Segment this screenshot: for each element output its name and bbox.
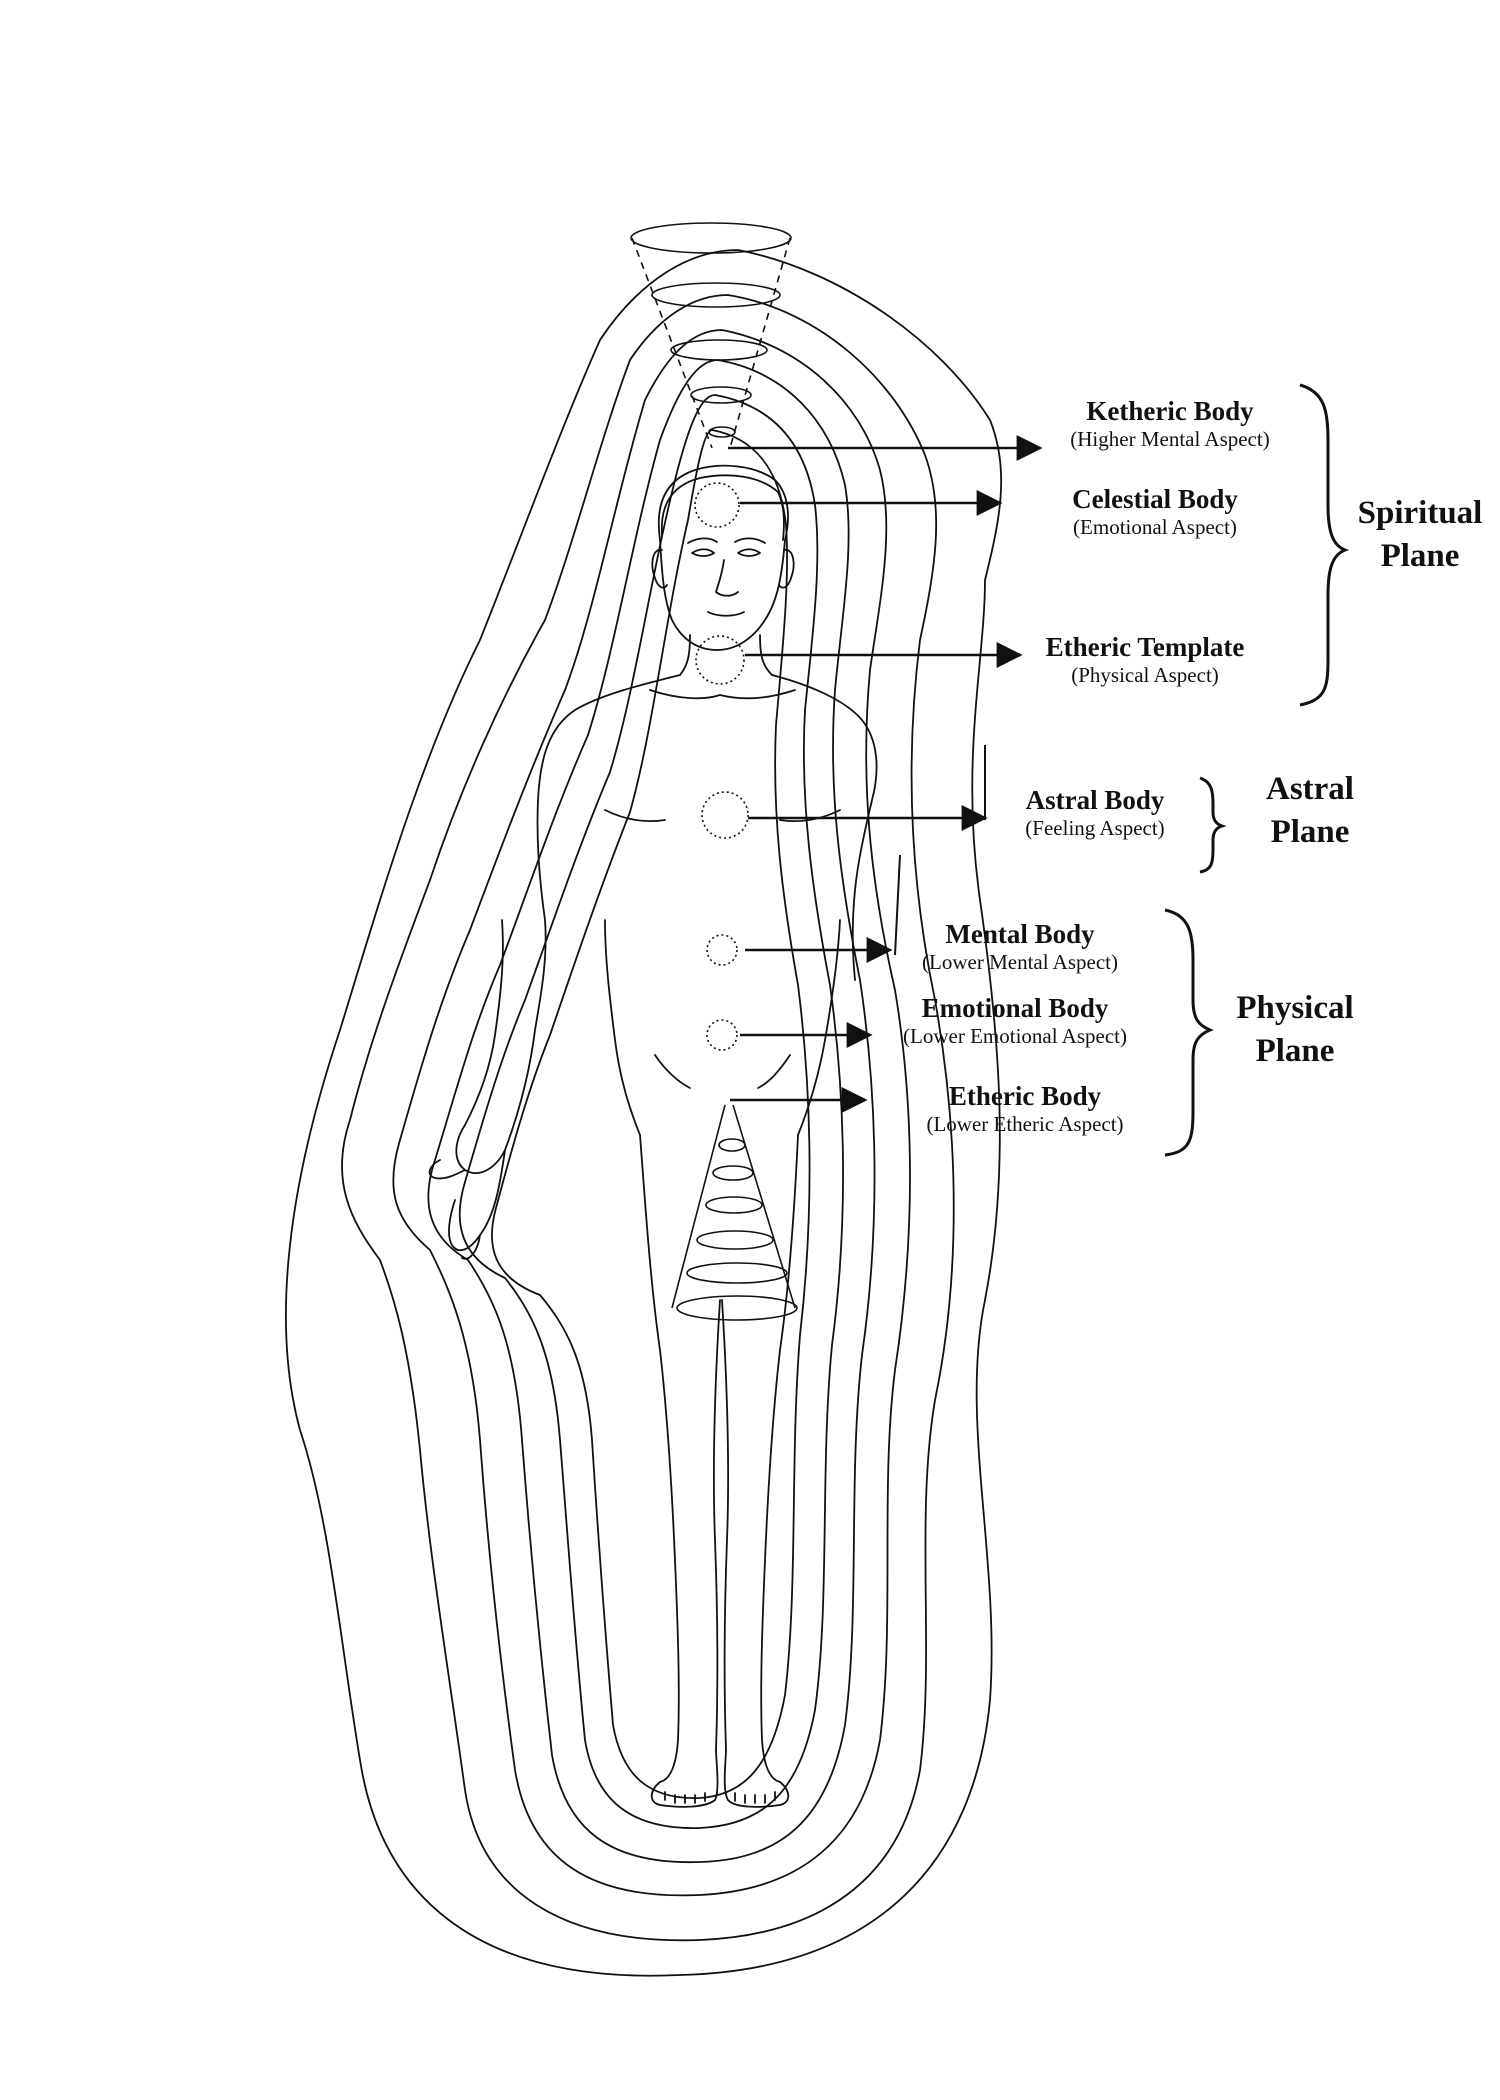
astral-body-name: Astral Body [1025,785,1165,815]
root-cone [671,1104,798,1321]
plane-astral-line1: Astral [1266,771,1354,807]
left-leg [639,1134,680,1783]
aura-contours [285,249,1003,1977]
crown-ring-2 [651,282,781,308]
hip-lines [654,1054,791,1089]
aura-layer-4 [427,359,876,1863]
root-ring-1 [718,1138,746,1152]
torso-outline [455,674,681,1174]
right-shoulder-arm [771,674,878,981]
heart-chakra [701,791,749,839]
root-cone-right-edge [732,1104,796,1309]
throat-chakra [695,635,745,685]
chest-line [604,809,841,823]
braces [1164,383,1350,1157]
mental-body-aspect: (Lower Mental Aspect) [922,950,1118,975]
crown-cone-right-edge [729,237,791,449]
vertical-guide-mental [894,854,901,956]
plane-spiritual: Spiritual Plane [1345,492,1495,578]
head-outline [657,464,789,651]
celestial-body-name: Celestial Body [1072,484,1238,514]
label-etheric-body: Etheric Body (Lower Etheric Aspect) [900,1081,1150,1136]
toes [664,1791,776,1804]
inner-legs [712,1299,730,1751]
left-foot [650,1749,719,1808]
crown-cone-left-edge [631,237,713,449]
root-ring-4 [696,1230,774,1250]
plane-physical-line1: Physical [1236,990,1354,1026]
crown-ring-5 [708,426,736,438]
label-astral-body: Astral Body (Feeling Aspect) [1000,785,1190,840]
brace-astral [1199,776,1227,874]
label-emotional-body: Emotional Body (Lower Emotional Aspect) [875,993,1155,1048]
waist [604,919,841,1136]
arrows [728,435,1043,1113]
plane-astral-line2: Plane [1270,813,1350,850]
mental-body-name: Mental Body [945,919,1095,949]
human-figure [428,464,878,1808]
neck [679,634,773,676]
brace-spiritual [1299,383,1350,707]
right-eye [737,548,761,557]
astral-body-aspect: (Feeling Aspect) [1025,816,1165,841]
emotional-body-aspect: (Lower Emotional Aspect) [903,1024,1127,1049]
etheric-template-aspect: (Physical Aspect) [1071,663,1219,688]
sacral-chakra [706,1019,738,1051]
root-ring-5 [686,1262,788,1284]
emotional-body-name: Emotional Body [921,993,1109,1023]
crown-cones [630,222,792,449]
solar-plexus-chakra [706,934,738,966]
hair [660,474,785,541]
celestial-body-aspect: (Emotional Aspect) [1073,515,1237,540]
label-etheric-template: Etheric Template (Physical Aspect) [1020,632,1270,687]
right-ear [778,549,795,589]
right-foot [723,1749,790,1808]
plane-spiritual-line1: Spiritual [1357,495,1483,531]
aura-layer-2 [341,294,955,1942]
clavicles [649,689,796,700]
crown-ring-4 [690,386,752,404]
crown-ring-1 [630,222,792,254]
left-hand [428,1149,506,1260]
crown-ring-3 [670,339,768,361]
left-ear [651,549,668,589]
label-ketheric-body: Ketheric Body (Higher Mental Aspect) [1050,396,1290,451]
plane-astral: Astral Plane [1245,768,1375,854]
chakra-circles [694,482,749,1051]
ketheric-body-name: Ketheric Body [1086,396,1254,426]
mouth [707,611,745,617]
right-eyebrow [734,537,766,544]
etheric-body-name: Etheric Body [948,1081,1102,1111]
plane-physical: Physical Plane [1215,987,1375,1073]
aura-layer-6 [491,429,811,1799]
brace-physical [1164,908,1214,1157]
etheric-template-name: Etheric Template [1045,632,1245,662]
aura-layer-3 [392,329,911,1897]
plane-physical-line2: Plane [1255,1032,1335,1069]
root-cone-left-edge [671,1104,726,1309]
etheric-body-aspect: (Lower Etheric Aspect) [926,1112,1124,1137]
left-eye [691,548,715,557]
plane-spiritual-line2: Plane [1380,537,1460,574]
ketheric-body-aspect: (Higher Mental Aspect) [1070,427,1270,452]
root-ring-3 [705,1196,763,1214]
right-leg [760,1134,799,1783]
label-celestial-body: Celestial Body (Emotional Aspect) [1035,484,1275,539]
root-ring-2 [712,1165,754,1181]
label-mental-body: Mental Body (Lower Mental Aspect) [895,919,1145,974]
nose [715,559,739,597]
aura-layer-1 [285,249,1003,1977]
left-eyebrow [687,537,718,544]
third-eye-chakra [694,482,740,528]
root-ring-6 [676,1295,798,1321]
